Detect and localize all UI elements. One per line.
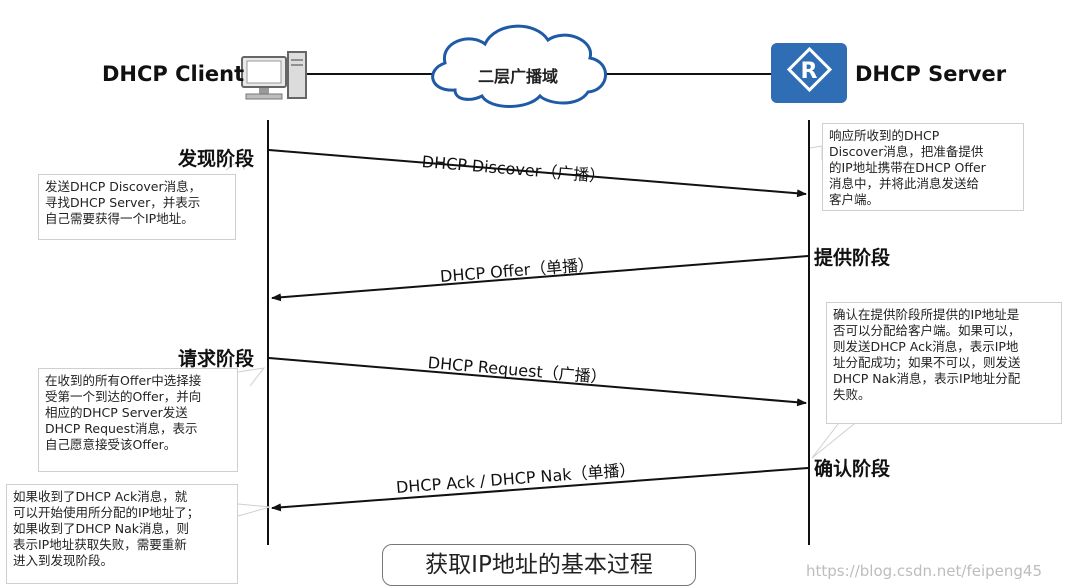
offer-arrow <box>271 255 809 302</box>
discover-arrow <box>268 149 807 198</box>
request-arrow <box>268 357 807 407</box>
client-label: DHCP Client <box>102 62 245 86</box>
server-label: DHCP Server <box>855 62 1007 86</box>
watermark-text: https://blog.csdn.net/feipeng45 <box>806 562 1042 580</box>
ack-arrow <box>271 467 809 512</box>
discover-note-pointer <box>225 153 247 171</box>
ack-server-note: 确认在提供阶段所提供的IP地址是 否可以分配给客户端。如果可以， 则发送DHCP… <box>826 302 1062 424</box>
phase-request-label: 请求阶段 <box>178 348 255 370</box>
ack-server-note-pointer <box>811 423 855 459</box>
ack-client-note-pointer <box>237 503 271 517</box>
svg-text:R: R <box>801 59 818 84</box>
broadcast-domain-label: 二层广播域 <box>477 67 558 86</box>
phase-discover-label: 发现阶段 <box>178 148 255 170</box>
router-icon: R <box>771 43 847 103</box>
offer-note: 响应所收到的DHCP Discover消息，把准备提供 的IP地址携带在DHCP… <box>822 123 1024 211</box>
request-note-pointer <box>237 367 266 387</box>
ack-client-note: 如果收到了DHCP Ack消息，就 可以开始使用所分配的IP地址了； 如果收到了… <box>6 484 238 584</box>
computer-icon <box>241 51 307 100</box>
offer-note-pointer <box>809 145 823 160</box>
diagram-caption: 获取IP地址的基本过程 <box>382 544 696 586</box>
phase-ack-label: 确认阶段 <box>814 458 891 480</box>
cloud-icon <box>431 24 607 108</box>
request-note: 在收到的所有Offer中选择接 受第一个到达的Offer，并向 相应的DHCP … <box>38 368 238 472</box>
phase-offer-label: 提供阶段 <box>814 247 891 269</box>
discover-note: 发送DHCP Discover消息， 寻找DHCP Server，并表示 自己需… <box>38 174 236 240</box>
